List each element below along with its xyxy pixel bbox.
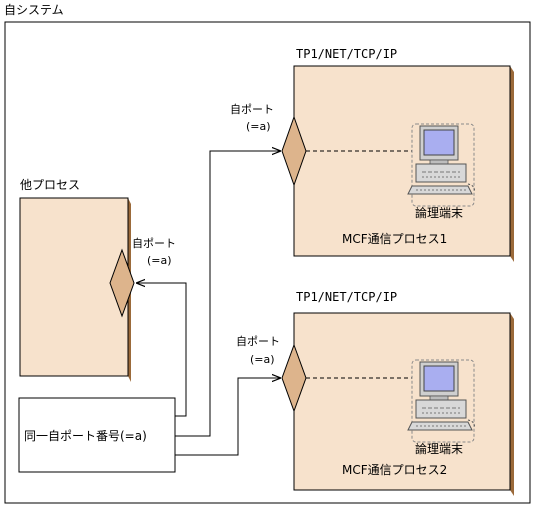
connector-to-mcf2 [175, 378, 280, 456]
mcf1-box [293, 65, 511, 257]
mcf1-protocol: TP1/NET/TCP/IP [296, 47, 397, 61]
mcf1-terminal-label: 論理端末 [415, 205, 463, 220]
connector-to-other-process [137, 283, 187, 417]
other-process-port [109, 248, 135, 318]
other-process: 他プロセス 自ポート (=a) [19, 178, 176, 382]
mcf1-port-value: (=a) [246, 120, 271, 133]
other-process-port-label: 自ポート [132, 237, 176, 250]
shared-port-box [18, 397, 176, 473]
shared-port-label: 同一自ポート番号(=a) [24, 429, 147, 443]
mcf2-terminal-label: 論理端末 [415, 441, 463, 456]
connector-to-mcf1 [175, 151, 280, 437]
mcf1-port [281, 115, 307, 187]
mcf2-protocol: TP1/NET/TCP/IP [296, 290, 397, 304]
system-label: 自システム [4, 3, 64, 17]
mcf2-port-label: 自ポート [236, 335, 280, 348]
mcf1-port-label: 自ポート [230, 103, 274, 116]
mcf1-name: MCF通信プロセス1 [342, 232, 447, 246]
mcf-process-1: TP1/NET/TCP/IP 自ポート (=a) 論理端末 MCF通信プロセス1 [230, 47, 514, 262]
mcf2-name: MCF通信プロセス2 [342, 463, 447, 477]
other-process-port-value: (=a) [147, 254, 172, 267]
mcf2-port-value: (=a) [250, 353, 275, 366]
other-process-title: 他プロセス [20, 178, 80, 192]
other-process-box [19, 197, 129, 377]
mcf-process-2: TP1/NET/TCP/IP 自ポート (=a) 論理端末 MCF通信プロセス2 [236, 290, 514, 496]
system-frame [4, 21, 531, 504]
mcf2-port [281, 343, 307, 413]
